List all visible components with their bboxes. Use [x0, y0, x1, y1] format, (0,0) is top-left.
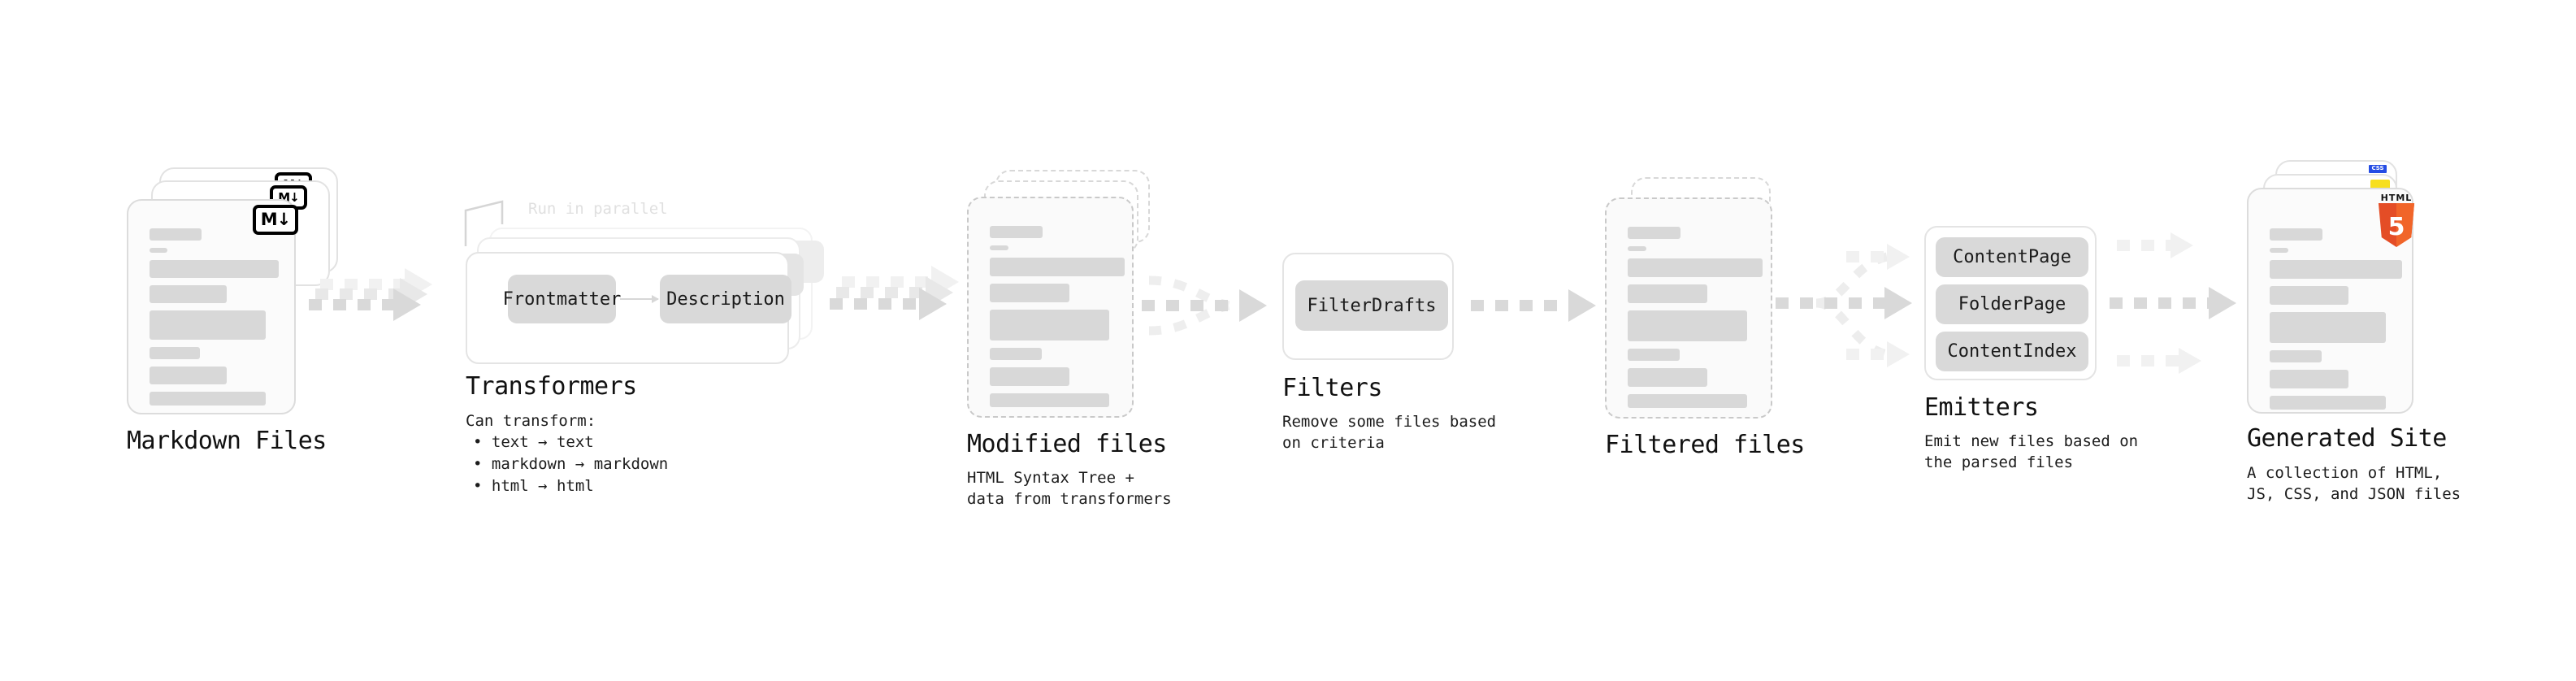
skeleton-bar [2270, 286, 2348, 305]
generated-site-description: A collection of HTML, JS, CSS, and JSON … [2247, 464, 2461, 503]
transformers-bullet-0: • text → text [473, 433, 594, 451]
skeleton-bar [1628, 258, 1763, 277]
skeleton-bar [990, 310, 1109, 340]
filtered-skeleton [1628, 227, 1763, 415]
skeleton-bar [990, 393, 1109, 407]
modified-skeleton [990, 226, 1125, 414]
html5-badge: HTML 5 [2375, 193, 2418, 247]
stage-title-filters: Filters [1282, 374, 1382, 402]
arrow-dark [1142, 289, 1272, 322]
arrow-dark [309, 288, 423, 321]
skeleton-bar [1628, 284, 1707, 303]
chip-filterdrafts[interactable]: FilterDrafts [1295, 280, 1448, 331]
chip-folderpage[interactable]: FolderPage [1936, 284, 2088, 324]
annotation-run-in-parallel: Run in parallel [528, 200, 668, 218]
skeleton-bar [150, 392, 266, 406]
skeleton-bar [990, 258, 1125, 276]
skeleton-bar [2270, 312, 2386, 343]
html5-shield-icon: 5 [2378, 203, 2415, 247]
transformers-group-front: Frontmatter Description [466, 252, 791, 364]
skeleton-bar [1628, 246, 1646, 251]
modified-card-front [967, 197, 1134, 418]
skeleton-bar [990, 367, 1069, 386]
emitters-group: ContentPage FolderPage ContentIndex [1924, 226, 2097, 380]
chip-description[interactable]: Description [660, 275, 791, 323]
skeleton-bar [2270, 396, 2386, 410]
arrow-light-up [1846, 244, 1936, 270]
modified-files-description: HTML Syntax Tree + data from transformer… [967, 469, 1172, 508]
skeleton-bar [150, 347, 200, 359]
skeleton-bar [150, 228, 202, 241]
arrow-light-top [2117, 232, 2231, 258]
emitters-description: Emit new files based on the parsed files [1924, 432, 2139, 471]
filters-group: FilterDrafts [1282, 253, 1454, 360]
markdown-skeleton [150, 228, 279, 413]
chip-contentpage-label: ContentPage [1953, 247, 2071, 267]
stage-title-transformers: Transformers [466, 372, 637, 401]
skeleton-bar [2270, 260, 2402, 279]
chip-description-label: Description [666, 288, 785, 310]
filtered-card-front [1605, 197, 1772, 419]
html5-badge-number: 5 [2387, 212, 2405, 241]
markdown-card-front [127, 199, 296, 414]
skeleton-bar [990, 348, 1042, 360]
skeleton-bar [1628, 368, 1707, 387]
markdown-badge-front-text: M [260, 210, 278, 229]
site-skeleton [2270, 217, 2402, 417]
stage-title-emitters: Emitters [1924, 393, 2039, 422]
stage-title-filtered-files: Filtered files [1605, 431, 1805, 459]
transformers-bullet-2: • html → html [473, 477, 594, 495]
skeleton-bar [2270, 370, 2348, 388]
chip-contentpage[interactable]: ContentPage [1936, 237, 2088, 277]
skeleton-bar [990, 245, 1008, 250]
html5-badge-word: HTML [2380, 193, 2413, 203]
arrow-dark [830, 288, 952, 320]
skeleton-bar [150, 285, 227, 303]
skeleton-bar [1628, 349, 1680, 361]
chip-contentindex[interactable]: ContentIndex [1936, 332, 2088, 371]
skeleton-bar [150, 260, 279, 278]
arrow-dark-center [1776, 287, 1922, 319]
filters-description: Remove some files based on criteria [1282, 413, 1497, 452]
chip-contentindex-label: ContentIndex [1947, 341, 2077, 362]
stage-title-modified-files: Modified files [967, 430, 1167, 458]
skeleton-bar [2270, 248, 2288, 253]
arrow-light-bottom [2117, 348, 2231, 374]
skeleton-bar [1628, 310, 1747, 341]
chip-frontmatter[interactable]: Frontmatter [503, 275, 621, 323]
skeleton-bar [150, 310, 266, 340]
markdown-badge-mid-arrow: ↓ [289, 189, 300, 205]
css-badge: CSS [2369, 165, 2387, 173]
chip-filterdrafts-label: FilterDrafts [1307, 295, 1437, 316]
chip-folderpage-label: FolderPage [1958, 294, 2066, 314]
arrow-dark-middle [2110, 287, 2252, 319]
stage-title-generated-site: Generated Site [2247, 424, 2447, 453]
chip-frontmatter-label: Frontmatter [502, 288, 622, 310]
skeleton-bar [1628, 394, 1747, 408]
css-badge-label: CSS [2371, 165, 2384, 171]
skeleton-bar [150, 367, 227, 384]
markdown-badge-front: M↓ [253, 205, 298, 235]
transformers-bullet-1: • markdown → markdown [473, 455, 669, 473]
skeleton-bar [990, 226, 1043, 238]
skeleton-bar [1628, 227, 1680, 239]
skeleton-bar [150, 248, 167, 253]
skeleton-bar [990, 284, 1069, 302]
arrow-light-down [1846, 341, 1936, 367]
skeleton-bar [2270, 228, 2322, 241]
site-card-front [2247, 188, 2413, 414]
skeleton-bar [2270, 350, 2322, 362]
stage-title-markdown-files: Markdown Files [127, 427, 327, 455]
transformers-description: Can transform: [466, 412, 596, 430]
transform-arrow-front [620, 295, 659, 303]
markdown-badge-front-arrow: ↓ [276, 210, 292, 229]
arrow-dark [1471, 289, 1601, 322]
